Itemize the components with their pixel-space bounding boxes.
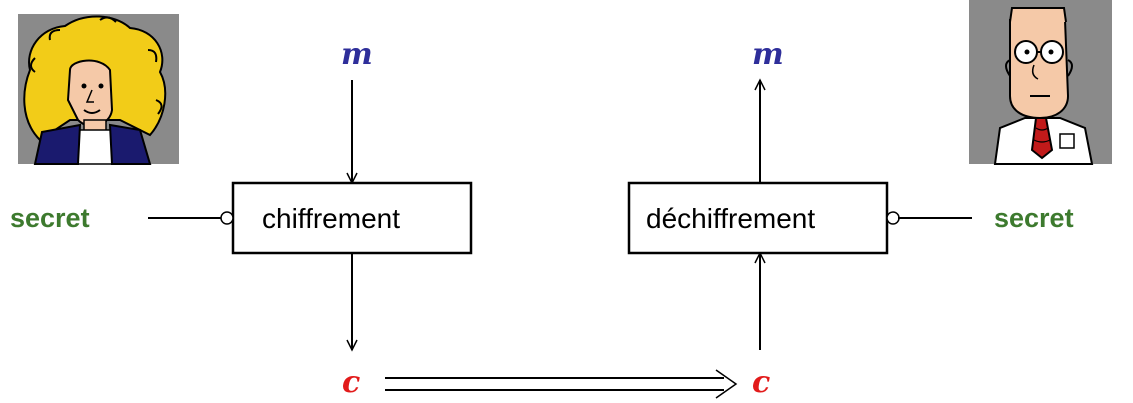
message-output-arrowhead: [754, 78, 766, 91]
decryption-box-label: déchiffrement: [646, 203, 816, 234]
sender-avatar-icon: [18, 14, 179, 165]
receiver-avatar-icon: [969, 0, 1112, 165]
encryption-box-label: chiffrement: [262, 203, 400, 234]
cipher-output-arrowhead: [346, 339, 358, 352]
sender-key-port: [220, 211, 234, 225]
receiver-key-port: [886, 211, 900, 225]
sender-secret-label: secret: [10, 203, 90, 233]
receiver-message-symbol: m: [752, 37, 784, 72]
encryption-box: [231, 181, 473, 255]
decryption-box: [627, 181, 889, 255]
sender-message-symbol: m: [341, 37, 373, 72]
receiver-cipher-symbol: c: [752, 365, 771, 400]
sender-cipher-symbol: c: [342, 365, 361, 400]
receiver-secret-label: secret: [994, 203, 1074, 233]
channel-double-arrow: [385, 369, 738, 399]
